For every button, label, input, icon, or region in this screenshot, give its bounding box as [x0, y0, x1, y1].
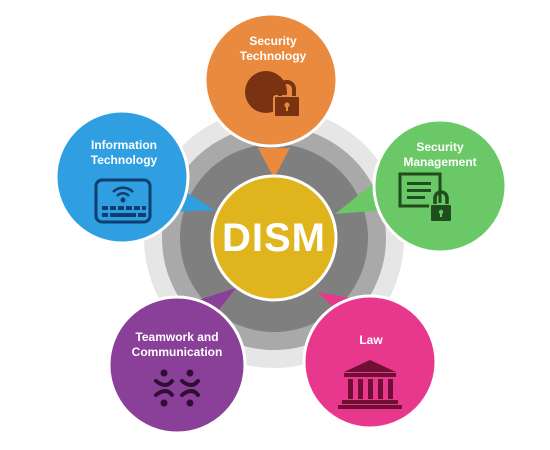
bubble-teamwork-and-communication[interactable]: [107, 295, 247, 435]
label-security-technology-line1: Security: [249, 34, 297, 48]
label-law-line1: Law: [359, 333, 383, 347]
center-circle: [210, 174, 338, 302]
document-lock-icon: [398, 172, 453, 223]
label-teamwork-line2: Communication: [131, 345, 223, 359]
pointer-security-management: [335, 182, 385, 214]
label-information-technology: Information Technology: [91, 138, 157, 168]
courthouse-icon: [338, 360, 402, 409]
label-security-technology-line2: Technology: [239, 49, 307, 63]
team-hands-icon: [154, 369, 200, 407]
bubble-information-technology[interactable]: [54, 109, 190, 245]
label-security-management: Security Management: [403, 140, 476, 170]
globe-lock-icon: [245, 71, 301, 118]
label-security-management-line1: Security: [416, 140, 464, 154]
label-teamwork-line1: Teamwork and: [135, 330, 219, 344]
label-information-technology-line1: Information: [90, 138, 157, 152]
pointer-security-technology: [258, 148, 290, 178]
label-security-technology: Security Technology: [240, 34, 306, 64]
center-label: DISM: [222, 216, 326, 260]
label-law: Law: [359, 333, 382, 348]
keyboard-wifi-icon: [94, 178, 152, 224]
label-information-technology-line2: Technology: [90, 153, 158, 167]
label-teamwork-and-communication: Teamwork and Communication: [132, 330, 223, 360]
pointer-law: [318, 292, 360, 310]
label-security-management-line2: Management: [403, 155, 477, 169]
